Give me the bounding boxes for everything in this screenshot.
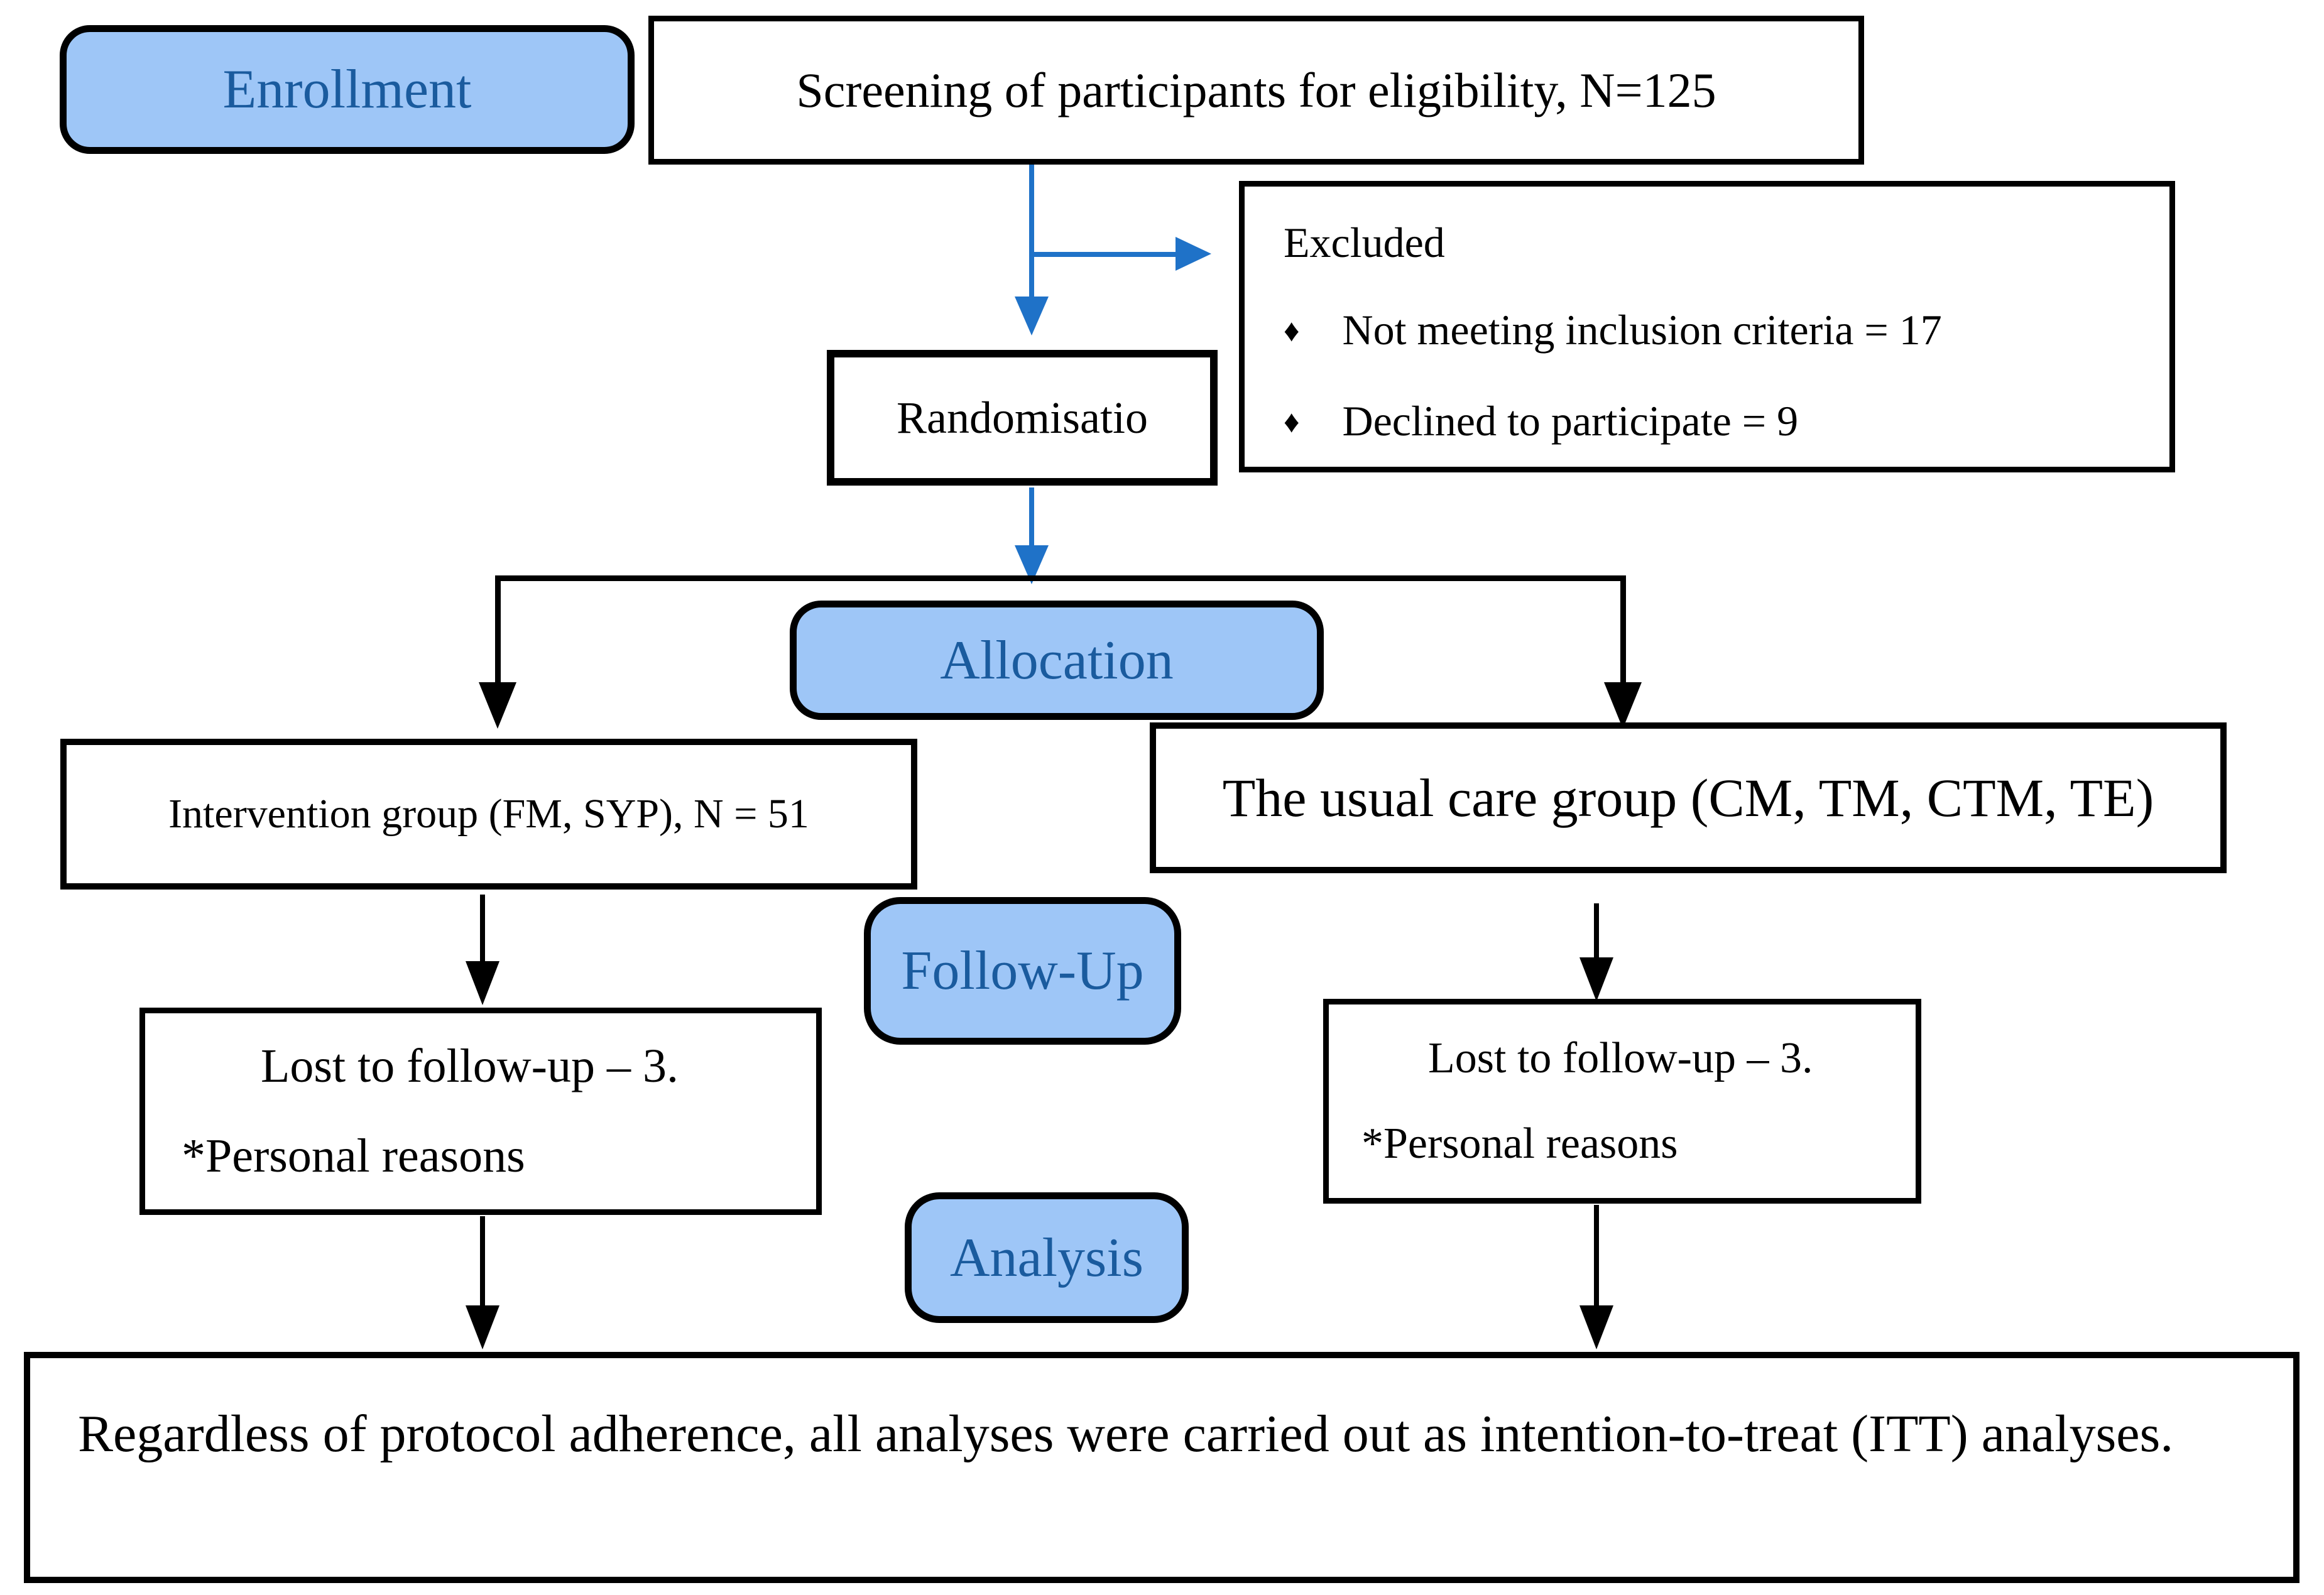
lost-right-line2: *Personal reasons bbox=[1361, 1119, 1678, 1168]
excluded-item-label: Declined to participate = 9 bbox=[1342, 397, 1799, 445]
arrow-randomisation-to-branch-shaft bbox=[1029, 487, 1034, 547]
arrow-to-excluded-head bbox=[1176, 237, 1211, 271]
randomisation-label: Randomisatio bbox=[897, 392, 1148, 443]
stage-allocation-label: Allocation bbox=[940, 629, 1174, 691]
arrow-branch-right-head bbox=[1604, 682, 1642, 729]
arrow-usual-care-to-lost-shaft bbox=[1594, 903, 1599, 960]
excluded-item: ♦ Declined to participate = 9 bbox=[1284, 396, 1798, 446]
lost-to-follow-up-right-box: Lost to follow-up – 3. *Personal reasons bbox=[1323, 999, 1921, 1204]
stage-analysis: Analysis bbox=[905, 1192, 1189, 1323]
arrow-to-excluded-shaft bbox=[1034, 252, 1177, 257]
screening-label: Screening of participants for eligibilit… bbox=[796, 62, 1716, 117]
arrow-lost-right-to-itt-head bbox=[1579, 1305, 1613, 1349]
lost-left-line2: *Personal reasons bbox=[182, 1130, 525, 1182]
stage-allocation: Allocation bbox=[790, 601, 1324, 720]
arrow-lost-right-to-itt-shaft bbox=[1594, 1205, 1599, 1308]
lost-to-follow-up-left-box: Lost to follow-up – 3. *Personal reasons bbox=[139, 1008, 822, 1215]
arrow-branch-left-shaft bbox=[495, 575, 501, 683]
lost-right-line1: Lost to follow-up – 3. bbox=[1428, 1034, 1813, 1082]
intervention-group-label: Intervention group (FM, SYP), N = 51 bbox=[168, 791, 809, 837]
stage-enrollment-label: Enrollment bbox=[222, 59, 472, 120]
diamond-bullet-icon: ♦ bbox=[1284, 312, 1300, 348]
arrow-lost-left-to-itt-head bbox=[466, 1305, 499, 1349]
lost-left-line1: Lost to follow-up – 3. bbox=[261, 1040, 679, 1092]
allocation-branch-line bbox=[495, 575, 1626, 581]
screening-box: Screening of participants for eligibilit… bbox=[648, 16, 1864, 165]
arrow-usual-care-to-lost-head bbox=[1579, 957, 1613, 1001]
itt-analyses-text: Regardless of protocol adherence, all an… bbox=[78, 1405, 2174, 1463]
stage-follow-up-label: Follow-Up bbox=[901, 940, 1144, 1001]
randomisation-box: Randomisatio bbox=[827, 350, 1218, 486]
itt-analyses-box: Regardless of protocol adherence, all an… bbox=[24, 1352, 2299, 1583]
excluded-item: ♦ Not meeting inclusion criteria = 17 bbox=[1284, 305, 1942, 355]
stage-enrollment: Enrollment bbox=[60, 25, 635, 154]
diamond-bullet-icon: ♦ bbox=[1284, 403, 1300, 439]
arrow-intervention-to-lost-shaft bbox=[480, 895, 485, 964]
usual-care-group-box: The usual care group (CM, TM, CTM, TE) bbox=[1150, 722, 2227, 873]
arrow-screening-to-randomisation-head bbox=[1015, 297, 1049, 335]
intervention-group-box: Intervention group (FM, SYP), N = 51 bbox=[60, 739, 917, 890]
excluded-box: Excluded ♦ Not meeting inclusion criteri… bbox=[1239, 181, 2175, 472]
arrow-intervention-to-lost-head bbox=[466, 961, 499, 1005]
stage-analysis-label: Analysis bbox=[950, 1227, 1143, 1288]
excluded-title: Excluded bbox=[1284, 219, 1445, 266]
arrow-branch-right-shaft bbox=[1620, 575, 1626, 683]
stage-follow-up: Follow-Up bbox=[864, 897, 1181, 1045]
arrow-screening-to-randomisation-shaft bbox=[1029, 165, 1034, 298]
excluded-item-label: Not meeting inclusion criteria = 17 bbox=[1342, 306, 1942, 354]
usual-care-group-label: The usual care group (CM, TM, CTM, TE) bbox=[1222, 768, 2154, 828]
arrow-branch-left-head bbox=[479, 682, 516, 729]
arrow-lost-left-to-itt-shaft bbox=[480, 1216, 485, 1308]
